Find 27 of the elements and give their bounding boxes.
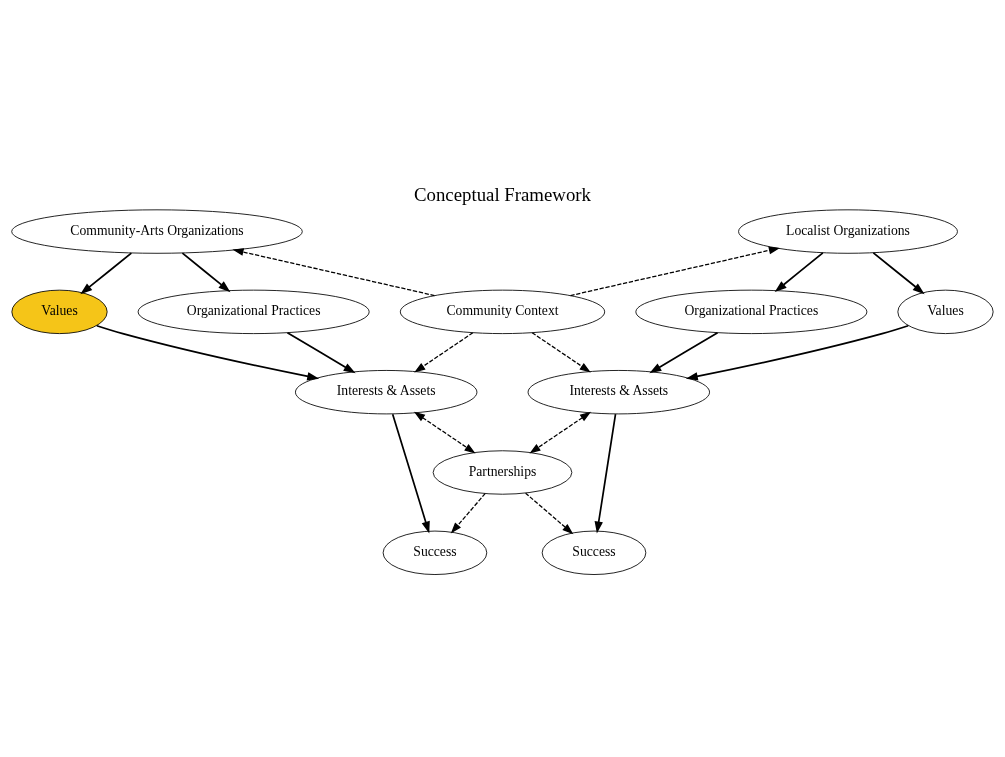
arrow (450, 492, 486, 534)
arrow (569, 246, 780, 297)
node-ellipse: Partnerships (432, 450, 573, 495)
node-ellipse: Success (541, 530, 647, 575)
arrow (80, 252, 133, 295)
node-ellipse: Values (11, 289, 108, 335)
arrow (649, 331, 719, 374)
arrow (594, 413, 617, 534)
node-ellipse: Values (897, 289, 994, 335)
arrow (232, 248, 436, 297)
arrow (413, 411, 476, 454)
arrow (872, 252, 925, 295)
arrow (391, 413, 430, 534)
arrow (524, 492, 574, 535)
arrow (774, 252, 824, 293)
diagram-title: Conceptual Framework (414, 183, 591, 205)
node-ellipse: Organizational Practices (137, 289, 370, 335)
node-ellipse: Organizational Practices (635, 289, 868, 335)
arrow (286, 331, 356, 374)
arrow (414, 332, 474, 373)
arrow (181, 252, 231, 293)
node-ellipse: Community Context (399, 289, 606, 335)
arrow (531, 332, 591, 373)
arrow (685, 324, 910, 381)
node-ellipse: Success (382, 530, 488, 575)
arrow (95, 324, 320, 381)
arrow (529, 411, 592, 454)
